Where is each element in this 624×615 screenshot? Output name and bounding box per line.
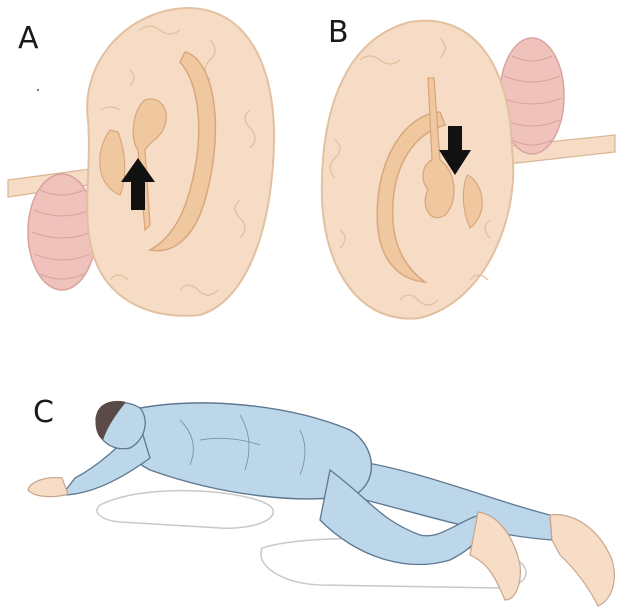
panel-a-brain-illustration [8,8,274,316]
panel-c-head [96,401,145,449]
panel-label-a: A [18,24,39,54]
panel-label-b: B [328,18,349,48]
panel-c-back-foot [550,515,614,606]
panel-c-patient-illustration [28,401,614,606]
panel-b-cerebrum [322,21,513,319]
panel-c-hand [28,478,68,497]
panel-c-chest-pillow [97,491,273,529]
panel-a-speck [37,89,39,91]
panel-b-brain-illustration [322,21,615,319]
panel-a-cerebellum [28,174,96,290]
panel-label-c: C [33,398,54,428]
